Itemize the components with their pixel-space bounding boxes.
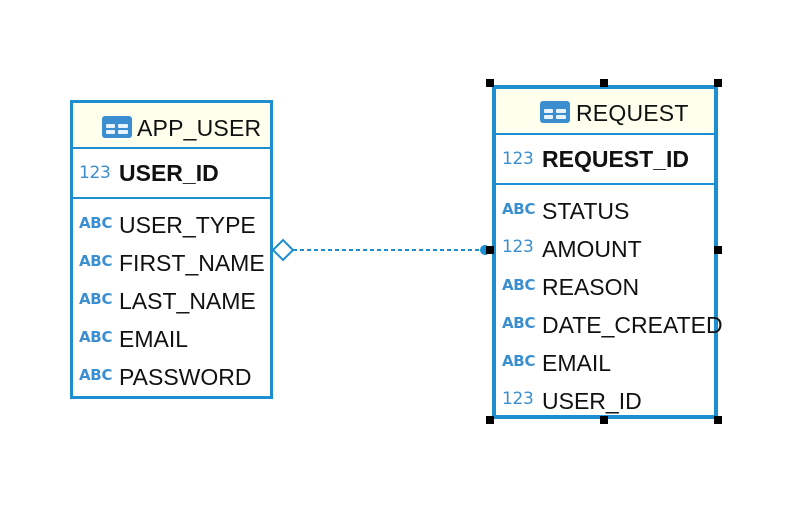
column-name: EMAIL (542, 350, 612, 376)
resize-handle-top-right[interactable] (714, 79, 722, 87)
relationship-diamond-icon (271, 238, 295, 262)
text-type-icon: ABC (79, 290, 113, 308)
resize-handle-top[interactable] (600, 79, 608, 87)
column-name: LAST_NAME (119, 288, 256, 314)
column-row[interactable]: ABC DATE_CREATED (496, 308, 723, 346)
column-row[interactable]: ABC PASSWORD (73, 360, 270, 398)
table-icon (540, 101, 570, 123)
column-row[interactable]: ABC FIRST_NAME (73, 246, 270, 284)
entity-title: APP_USER (137, 115, 262, 141)
entity-request[interactable]: REQUEST 123 REQUEST_ID ABC STATUS 123 AM… (492, 85, 723, 422)
primary-key-row[interactable]: 123 REQUEST_ID (496, 135, 714, 185)
numeric-type-icon: 123 (502, 237, 534, 257)
column-row[interactable]: ABC REASON (496, 270, 714, 308)
column-row[interactable]: ABC LAST_NAME (73, 284, 270, 322)
column-name: USER_ID (542, 388, 642, 414)
table-icon (102, 116, 132, 138)
text-type-icon: ABC (502, 352, 536, 370)
text-type-icon: ABC (79, 328, 113, 346)
entity-app-user[interactable]: APP_USER 123 USER_ID ABC USER_TYPE ABC F… (70, 100, 273, 399)
numeric-type-icon: 123 (79, 163, 111, 183)
primary-key-row[interactable]: 123 USER_ID (73, 149, 270, 199)
text-type-icon: ABC (502, 200, 536, 218)
resize-handle-left[interactable] (486, 246, 494, 254)
text-type-icon: ABC (79, 366, 113, 384)
entity-title: REQUEST (576, 100, 689, 126)
column-row[interactable]: ABC STATUS (496, 194, 714, 232)
column-row[interactable]: ABC EMAIL (73, 322, 270, 360)
column-name: AMOUNT (542, 236, 642, 262)
entity-header[interactable]: REQUEST (496, 89, 714, 135)
resize-handle-bottom[interactable] (600, 416, 608, 424)
column-list: ABC STATUS 123 AMOUNT ABC REASON ABC DAT… (496, 185, 723, 422)
text-type-icon: ABC (79, 214, 113, 232)
column-name: DATE_CREATED (542, 312, 723, 338)
column-name: REQUEST_ID (542, 146, 689, 172)
resize-handle-bottom-left[interactable] (486, 416, 494, 424)
column-name: USER_ID (119, 160, 219, 186)
column-name: STATUS (542, 198, 630, 224)
entity-header[interactable]: APP_USER (73, 103, 270, 149)
numeric-type-icon: 123 (502, 149, 534, 169)
column-row[interactable]: ABC USER_TYPE (73, 208, 270, 246)
text-type-icon: ABC (502, 314, 536, 332)
resize-handle-top-left[interactable] (486, 79, 494, 87)
column-row[interactable]: 123 AMOUNT (496, 232, 714, 270)
column-name: REASON (542, 274, 640, 300)
text-type-icon: ABC (502, 276, 536, 294)
column-list: ABC USER_TYPE ABC FIRST_NAME ABC LAST_NA… (73, 199, 270, 398)
column-name: EMAIL (119, 326, 189, 352)
numeric-type-icon: 123 (502, 389, 534, 409)
text-type-icon: ABC (79, 252, 113, 270)
resize-handle-right[interactable] (714, 246, 722, 254)
column-row[interactable]: ABC EMAIL (496, 346, 714, 384)
column-name: USER_TYPE (119, 212, 256, 238)
resize-handle-bottom-right[interactable] (714, 416, 722, 424)
column-name: PASSWORD (119, 364, 252, 390)
column-name: FIRST_NAME (119, 250, 265, 276)
column-row[interactable]: 123 USER_ID (496, 384, 714, 422)
